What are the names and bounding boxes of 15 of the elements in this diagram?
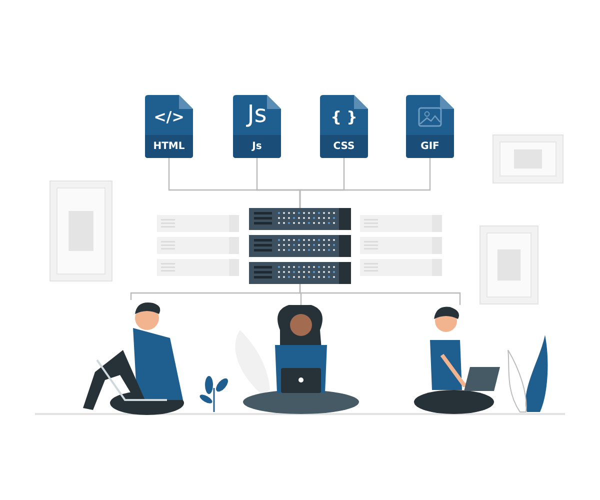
file-icon [406,95,454,158]
code-symbol: </> [153,107,185,127]
file-icon [233,95,281,158]
file-type-label: HTML [152,140,186,154]
connector-line [299,158,431,208]
person-with-laptop-drawing [240,305,362,415]
connector-line [299,284,461,305]
server-rack-drawing [249,208,351,284]
file-type-label: CSS [332,140,356,154]
file-type-label: Js [250,140,263,154]
file-type-label: GIF [420,140,440,154]
code-symbol: { } [330,107,358,127]
file-icon [145,95,193,158]
code-symbol: Js [245,99,268,129]
file-icon [320,95,368,158]
